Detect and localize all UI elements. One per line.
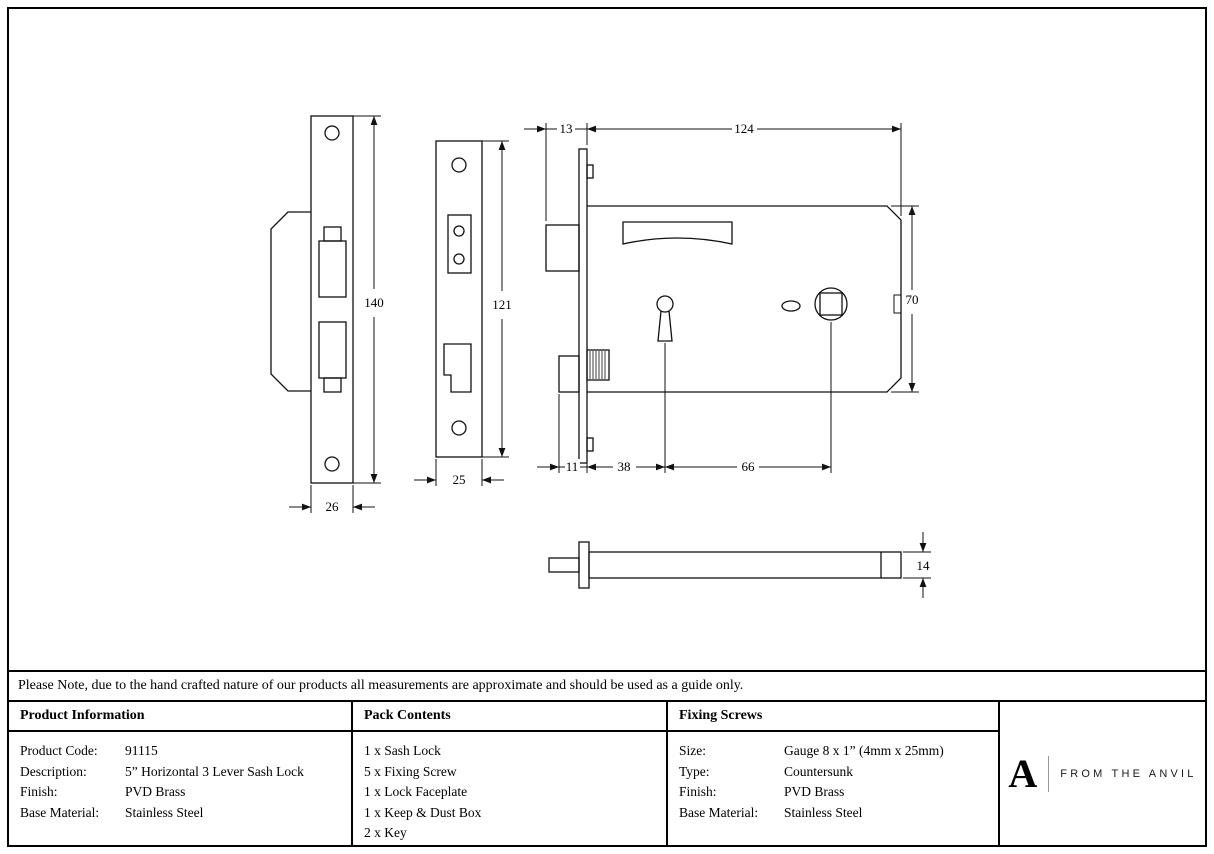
fixing-screws-body: Size: Gauge 8 x 1” (4mm x 25mm) Type: Co… [668,732,998,832]
keyhole-stem [657,310,673,342]
dim-bar-thickness: 14 [917,558,931,573]
dim-faceplate-width: 25 [453,472,466,487]
dim-proj-top: 13 [560,121,573,136]
measurement-note: Please Note, due to the hand crafted nat… [18,678,744,693]
brand-logo-cell: A FROM THE ANVIL [998,702,1205,845]
technical-drawing: 140 26 121 [9,9,1205,670]
keep-dimensions: 140 26 [289,115,384,514]
faceplate-drawing [435,140,483,458]
fixing-screws-column: Fixing Screws Size: Gauge 8 x 1” (4mm x … [666,702,998,845]
spec-value: PVD Brass [784,784,845,799]
spec-row-size: Size: Gauge 8 x 1” (4mm x 25mm) [679,741,987,762]
spec-row-product-code: Product Code: 91115 [20,741,340,762]
pack-item: 1 x Keep & Dust Box [364,804,482,820]
spec-value: Stainless Steel [125,804,204,820]
dim-proj-bottom: 11 [566,459,579,474]
spec-label: Base Material: [679,804,759,820]
spec-label: Finish: [679,784,717,799]
spec-label: Size: [679,743,706,758]
dim-keyhole-to-follower: 66 [742,459,756,474]
dim-keep-height: 140 [364,295,384,310]
faceplate-dimensions: 121 25 [414,140,512,487]
spec-value: Countersunk [784,763,853,779]
spec-value: 5” Horizontal 3 Lever Sash Lock [125,763,304,779]
keyhole-circle [656,295,674,313]
spec-value: PVD Brass [125,784,186,799]
pack-item: 2 x Key [364,825,407,840]
brand-name: FROM THE ANVIL [1060,767,1197,780]
column-header-fixing-screws: Fixing Screws [668,702,998,732]
spindle-drawing: 14 [548,532,931,598]
spec-row-type: Type: Countersunk [679,762,987,783]
spec-label: Type: [679,763,710,779]
pack-item: 1 x Sash Lock [364,743,441,758]
spec-table: Product Information Product Code: 91115 … [9,700,1205,845]
pack-contents-column: Pack Contents 1 x Sash Lock 5 x Fixing S… [351,702,666,845]
dim-keep-width: 26 [326,499,340,514]
pack-item: 5 x Fixing Screw [364,763,457,779]
spec-value: 91115 [125,743,158,758]
spec-sheet: 140 26 121 [7,7,1207,847]
measurement-note-row: Please Note, due to the hand crafted nat… [9,670,1205,700]
spec-value: Gauge 8 x 1” (4mm x 25mm) [784,743,944,758]
lock-body-drawing [545,148,902,464]
dead-bolt [558,355,580,393]
column-header-pack-contents: Pack Contents [353,702,666,732]
dim-faceplate-height: 121 [492,297,512,312]
spec-row-base-material: Base Material: Stainless Steel [20,803,340,824]
spec-label: Base Material: [20,804,100,820]
dim-case-length: 124 [734,121,754,136]
lock-body-dimensions: 13 124 70 11 38 [524,121,919,474]
spec-value: Stainless Steel [784,804,863,820]
spec-label: Product Code: [20,743,98,758]
keep-drawing [270,115,354,484]
pack-contents-body: 1 x Sash Lock 5 x Fixing Screw 1 x Lock … [353,732,666,853]
spec-label: Description: [20,763,87,779]
pack-item: 1 x Lock Faceplate [364,784,468,799]
column-header-product-information: Product Information [9,702,351,732]
spec-label: Finish: [20,784,58,799]
dim-case-height: 70 [906,292,919,307]
latch-bolt [545,224,580,272]
logo-divider [1048,755,1050,792]
anvil-logo-icon: A [1008,750,1038,796]
spec-row-screw-finish: Finish: PVD Brass [679,782,987,803]
product-information-body: Product Code: 91115 Description: 5” Hori… [9,732,351,832]
spec-row-screw-base-material: Base Material: Stainless Steel [679,803,987,824]
product-information-column: Product Information Product Code: 91115 … [9,702,351,845]
spindle-follower [814,287,848,321]
spec-row-finish: Finish: PVD Brass [20,782,340,803]
dim-backset-keyhole: 38 [618,459,631,474]
spec-row-description: Description: 5” Horizontal 3 Lever Sash … [20,762,340,783]
